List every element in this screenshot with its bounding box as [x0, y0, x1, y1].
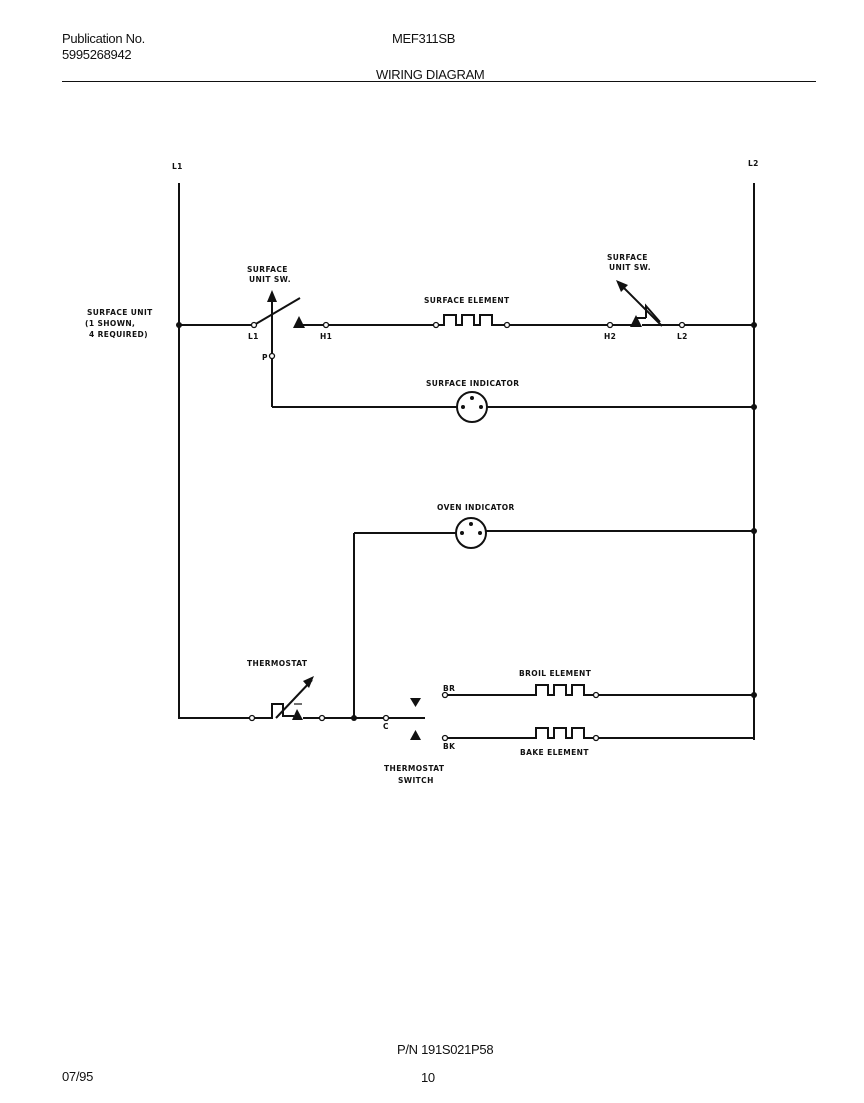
surface-unit-sw-right-label-1: SURFACE — [607, 253, 648, 262]
surface-unit-sw-left-label-1: SURFACE — [247, 265, 288, 274]
bake-element-symbol — [530, 727, 593, 739]
terminal-h2-label: H2 — [604, 332, 616, 341]
surface-indicator-label: SURFACE INDICATOR — [426, 379, 519, 388]
surface-element-label: SURFACE ELEMENT — [424, 296, 510, 305]
l1-label: L1 — [172, 162, 183, 171]
page-title: WIRING DIAGRAM — [376, 67, 485, 82]
thermostat-switch-label-2: SWITCH — [398, 776, 434, 785]
oven-element-circuit — [179, 676, 757, 742]
terminal-br-label: BR — [443, 684, 455, 693]
terminal-l1-label: L1 — [248, 332, 259, 341]
header-rule — [62, 81, 816, 82]
l2-label: L2 — [748, 159, 759, 168]
oven-indicator-label: OVEN INDICATOR — [437, 503, 515, 512]
surface-unit-sw-left-label-2: UNIT SW. — [249, 275, 291, 284]
surface-unit-sw-right-label-2: UNIT SW. — [609, 263, 651, 272]
surface-indicator-circuit — [271, 358, 757, 423]
terminal-l2-label: L2 — [677, 332, 688, 341]
publication-number: 5995268942 — [62, 47, 132, 62]
junction-dot — [176, 322, 182, 328]
surface-unit-label-3: 4 REQUIRED) — [89, 330, 148, 339]
bake-element-label: BAKE ELEMENT — [520, 748, 589, 757]
oven-indicator-lamp — [455, 517, 487, 549]
thermostat-label: THERMOSTAT — [247, 659, 308, 668]
broil-element-symbol — [530, 684, 593, 696]
page-number: 10 — [421, 1070, 435, 1085]
footer-date: 07/95 — [62, 1069, 94, 1084]
oven-indicator-circuit — [353, 517, 757, 718]
terminal-h1-label: H1 — [320, 332, 332, 341]
terminal-bk-label: BK — [443, 742, 456, 751]
terminal-c-label: C — [383, 722, 389, 731]
model-number: MEF311SB — [392, 31, 456, 46]
publication-label: Publication No. — [62, 31, 145, 46]
surface-unit-label-2: (1 SHOWN, — [85, 319, 135, 328]
terminal-p-label: P — [262, 353, 268, 362]
broil-element-label: BROIL ELEMENT — [519, 669, 592, 678]
thermostat-switch-label-1: THERMOSTAT — [384, 764, 445, 773]
surface-unit-label-1: SURFACE UNIT — [87, 308, 153, 317]
part-number: P/N 191S021P58 — [397, 1042, 494, 1057]
surface-element-symbol — [438, 314, 505, 326]
surface-unit-circuit — [176, 280, 757, 360]
